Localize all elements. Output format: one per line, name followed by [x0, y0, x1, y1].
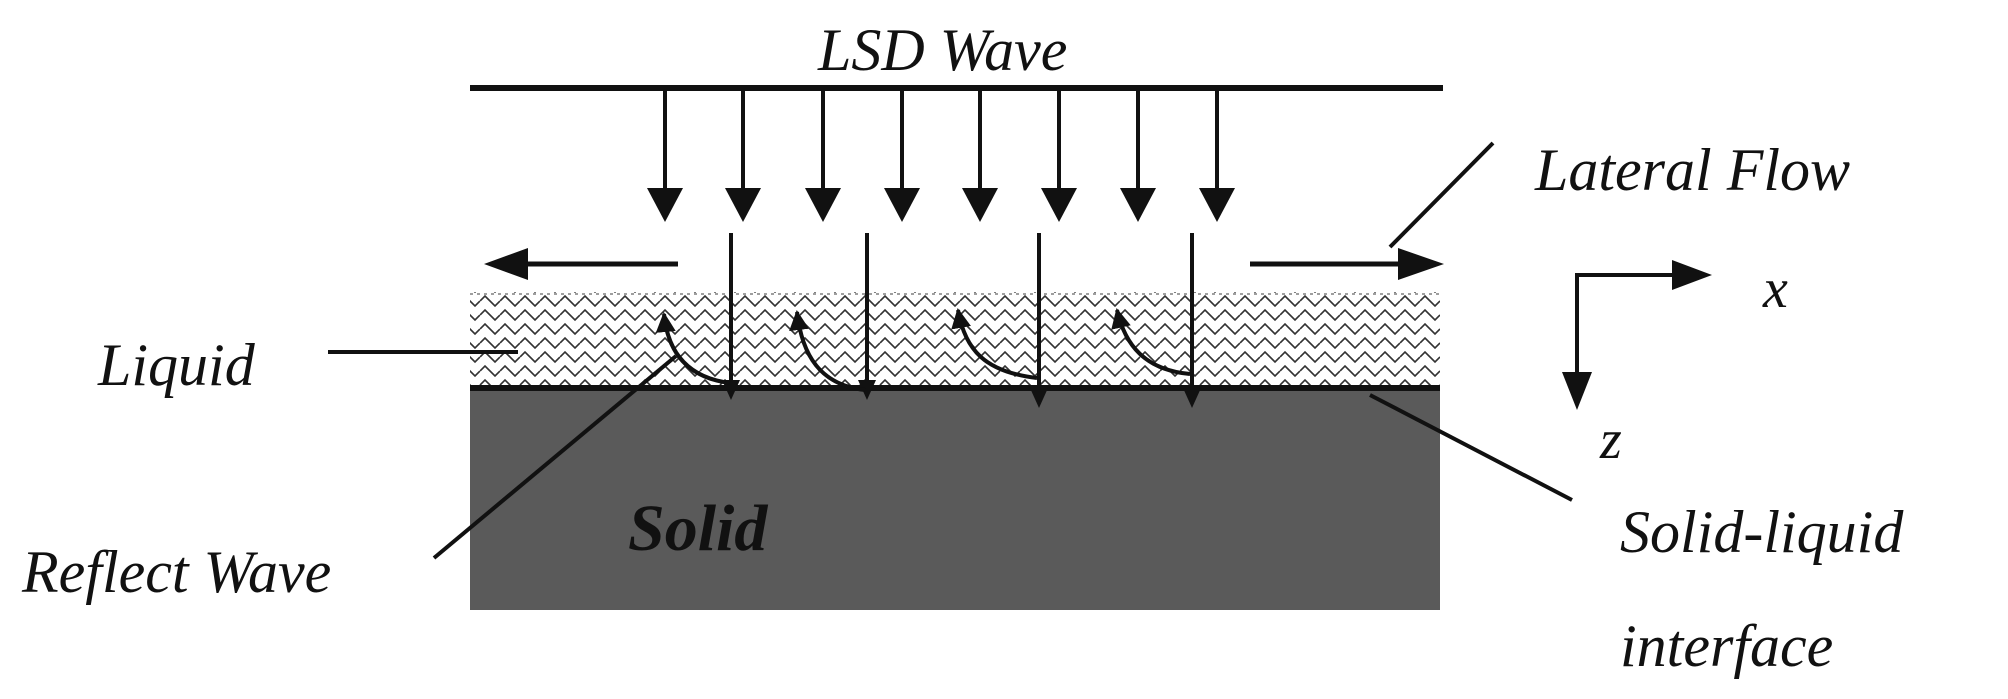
x-axis-arrowhead [1672, 260, 1712, 290]
lateral-flow-arrows [484, 248, 1444, 280]
label-interface-line1: Solid-liquid [1620, 499, 1904, 565]
liquid-wave-pattern [470, 292, 1440, 388]
label-solid: Solid [628, 492, 768, 565]
leader-lines [328, 141, 1573, 560]
incident-wave-arrows [647, 90, 1235, 222]
label-reflect-wave: Reflect Wave [21, 539, 331, 605]
solid-block [470, 388, 1440, 610]
z-axis-arrowhead [1562, 372, 1592, 410]
label-liquid: Liquid [97, 332, 256, 398]
label-axis-z: z [1599, 409, 1622, 471]
axes [1562, 260, 1712, 410]
label-interface-line2: interface [1620, 613, 1833, 679]
transmitted-wave-lines [722, 233, 1201, 408]
interface-leader [1369, 393, 1573, 502]
reflect-wave-leader [432, 354, 678, 560]
lateral-flow-leader [1388, 141, 1495, 249]
label-lateral-flow: Lateral Flow [1534, 137, 1850, 203]
label-lsd-wave: LSD Wave [817, 17, 1067, 83]
reflected-wave-arrows [655, 308, 1191, 392]
label-axis-x: x [1762, 258, 1788, 320]
